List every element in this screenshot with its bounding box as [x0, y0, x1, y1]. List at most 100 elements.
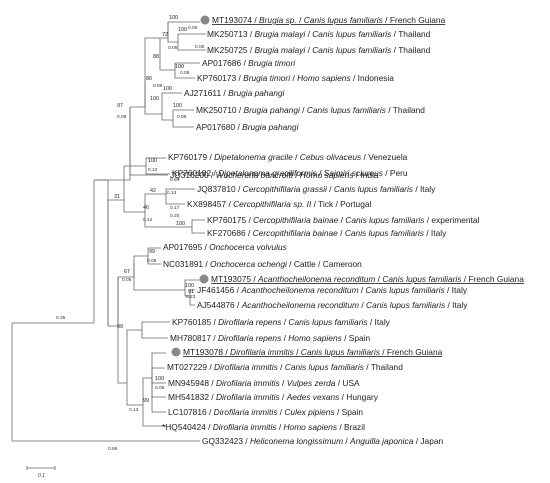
branch-ingroup	[12, 180, 95, 324]
tip-label-mt193074: MT193074 / Brugia sp. / Canis lupus fami…	[212, 15, 446, 25]
branch-kf270686	[191, 227, 205, 234]
tip-label-aj544876: AJ544876 / Acanthocheilonema reconditum …	[197, 300, 468, 310]
branch-mt193075	[184, 279, 200, 290]
length-brugia-all: 0.09	[117, 114, 127, 120]
highlight-marker	[200, 15, 210, 25]
length-brugia-sp: 0.05	[188, 25, 198, 31]
tip-label-jq837810: JQ837810 / Cercopithifilaria grassii / C…	[197, 184, 436, 194]
length-dipetalonema: 0.12	[148, 167, 158, 173]
highlight-marker	[171, 347, 181, 357]
length-cerco-a: 0.20	[170, 213, 180, 219]
branch-dirofilaria	[117, 277, 127, 384]
support-wuchereria: 97	[117, 103, 123, 109]
tip-label-ap017680: AP017680 / Brugia pahangi	[196, 122, 300, 132]
branch-brugia-top	[144, 37, 160, 82]
branch-outgroup	[11, 323, 200, 442]
support-cerco-bainae: 100	[176, 221, 185, 227]
tip-label-lc107816: LC107816 / Dirofilaria immitis / Culex p…	[168, 407, 363, 417]
tip-label-kp760179: KP760179 / Dipetalonema gracile / Cebus …	[168, 152, 408, 162]
scale-bar-label: 0.1	[38, 473, 45, 479]
branch-aj271611	[161, 92, 182, 114]
length-immitis-inner: 0.06	[155, 385, 165, 391]
length-cerco-ii: 0.17	[170, 205, 180, 211]
branch-mt193078	[151, 352, 166, 378]
branch-length-values: 0.05 0.05 0.08 0.08 0.08 0.09 0.09 0.12 …	[56, 25, 205, 452]
length-pahangi-a: 0.08	[153, 83, 163, 89]
support-acantho-inner: 91	[188, 289, 194, 295]
scale-bar: 0.1	[26, 466, 56, 479]
support-immitis-inner: 100	[155, 376, 164, 382]
branch-dipetalonema	[123, 165, 146, 200]
length-brugia-sp-malayi: 0.05	[168, 45, 178, 51]
support-timori: 100	[175, 64, 184, 70]
tip-label-kf270686: KF270686 / Cercopithifilaria bainae / Ca…	[207, 228, 447, 238]
tip-label-mh780817: MH780817 / Dirofilaria repens / Homo sap…	[170, 333, 371, 343]
tip-label-mt193078: MT193078 / Dirofilaria immitis / Canis l…	[183, 347, 443, 357]
tip-labels: MT193074 / Brugia sp. / Canis lupus fami…	[162, 15, 524, 446]
branch-acantho-inner	[184, 290, 190, 297]
branch-ap017686	[174, 62, 200, 70]
support-immitis: 99	[143, 398, 149, 404]
support-pahangi-inner: 100	[173, 103, 182, 109]
tip-label-ap017695: AP017695 / Onchocerca volvulus	[163, 242, 288, 252]
branch-mk250710	[172, 109, 194, 120]
branch-jq837810	[165, 188, 195, 194]
support-acantho: 100	[185, 283, 194, 289]
tip-label-mk250713: MK250713 / Brugia malayi / Canis lupus f…	[207, 29, 431, 39]
support-malayi: 100	[178, 27, 187, 33]
branch-ap017680	[172, 120, 194, 128]
length-root: 0.35	[56, 315, 66, 321]
branch-cerco-bainae	[144, 212, 192, 228]
branch-rest	[94, 179, 109, 326]
tip-label-mk250710: MK250710 / Brugia pahangi / Canis lupus …	[196, 105, 425, 115]
support-oncho-acantho: 67	[124, 269, 130, 275]
tip-label-kp760175: KP760175 / Cercopithifilaria bainae / Ca…	[207, 215, 479, 225]
branch-repens	[126, 329, 142, 383]
tree-branches	[11, 21, 206, 442]
support-dip-cerco: 31	[114, 194, 120, 200]
support-values: 100 100 72 100 100 100 86 88 100 97 100 …	[114, 15, 194, 404]
tip-label-kp760182: KP760182 / Dipetalonema graciliformis / …	[172, 168, 408, 178]
branch-lc107816	[151, 378, 166, 413]
tip-label-mh541832: MH541832 / Dirofilaria immitis / Aedes v…	[168, 392, 379, 402]
tip-label-mk250725: MK250725 / Brugia malayi / Canis lupus f…	[207, 45, 431, 55]
branch-mh780817	[141, 330, 168, 339]
branch-kp760182	[145, 166, 170, 175]
support-oncho: 99	[149, 249, 155, 255]
length-outgroup: 0.69	[108, 446, 118, 452]
branch-kp760185	[141, 321, 170, 330]
branch-pahangi	[144, 82, 162, 115]
branch-kp760173	[174, 70, 195, 79]
branch-timori-node	[159, 38, 175, 71]
tip-label-ap017686: AP017686 / Brugia timori	[202, 58, 296, 68]
length-dip-gracil: 0.94	[170, 177, 180, 183]
length-timori: 0.08	[180, 70, 190, 76]
length-oncho: 0.08	[147, 258, 157, 264]
tip-label-mt193075: MT193075 / Acanthocheilonema reconditum …	[211, 274, 524, 284]
length-cerco-grassii: 0.13	[167, 190, 177, 196]
support-pahangi: 100	[163, 86, 172, 92]
branch-malayi	[167, 22, 178, 43]
tip-label-kp760173: KP760173 / Brugia timori / Homo sapiens …	[197, 73, 394, 83]
support-repens: 99	[117, 324, 123, 330]
branch-mk250725	[177, 42, 206, 51]
support-brugia-b: 88	[153, 54, 159, 60]
length-cerco-all: 0.12	[143, 217, 153, 223]
branch-kx898457	[165, 194, 185, 205]
branch-immitis-inner	[142, 377, 152, 405]
branch-mk250713	[177, 33, 206, 42]
tip-label-hq540424: *HQ540424 / Dirofilaria immitis / Homo s…	[162, 422, 365, 432]
tip-label-mn945948: MN945948 / Dirofilaria immitis / Vulpes …	[168, 378, 360, 388]
branch-kp760179	[145, 157, 166, 166]
length-oncho-acantho: 0.05	[122, 277, 132, 283]
branch-oncho	[133, 255, 148, 263]
length-immitis: 0.13	[129, 407, 139, 413]
branch-pahangi-inner	[161, 114, 173, 121]
support-brugia-sp-malayi: 72	[162, 32, 168, 38]
tip-label-kx898457: KX898457 / Cercopithifilaria sp. II / Ti…	[187, 199, 372, 209]
tip-label-kp760185: KP760185 / Dirofilaria repens / Canis lu…	[172, 317, 391, 327]
tip-label-jq316200: JQ316200 / Wuchereria bancrofti / Homo s…	[170, 170, 379, 180]
tip-label-aj271611: AJ271611 / Brugia pahangi	[184, 88, 286, 98]
branch-dip-cerco	[107, 199, 124, 326]
